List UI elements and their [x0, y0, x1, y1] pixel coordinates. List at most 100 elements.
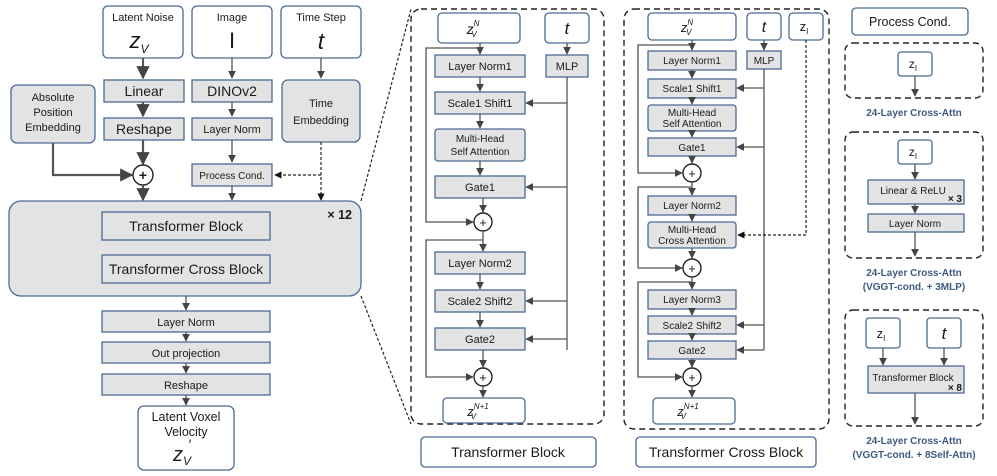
abs-pos-line2: Position	[33, 107, 72, 119]
pc-variant2-frame	[844, 131, 984, 259]
image-symbol: I	[229, 28, 235, 53]
tb-ss1-label: Scale1 Shift1	[448, 98, 513, 110]
transformer-stack	[8, 200, 362, 297]
tb-gate2	[434, 327, 526, 351]
time-embedding-box	[281, 79, 361, 143]
tb-mhsa-line1: Multi-Head	[456, 134, 504, 145]
tb-gate1-label: Gate1	[465, 182, 495, 194]
pc-title-box	[851, 7, 969, 36]
tcb-ln2-label: Layer Norm2	[663, 201, 721, 212]
tb-mlp: MLP	[556, 61, 579, 73]
pc-v1-zi: zI	[909, 57, 917, 73]
process-cond-label: Process Cond.	[199, 171, 265, 182]
tcb-z-out-box	[652, 397, 736, 425]
pc-cap2-line2: (VGGT-cond. + 3MLP)	[863, 282, 966, 293]
tcb-add-1-plus: +	[688, 167, 695, 181]
overview-transformer-block	[101, 211, 271, 241]
plus-sign: +	[139, 167, 147, 183]
reshape-in-label: Reshape	[116, 121, 172, 137]
pc-linear-relu: Linear & ReLU	[880, 186, 946, 197]
abs-pos-line1: Absolute	[32, 92, 75, 104]
tcb-gate1-label: Gate1	[678, 143, 706, 154]
overview-panel: Latent Noise zV Image I Time Step t Abso…	[8, 5, 412, 471]
tcb-ss1-label: Scale1 Shift1	[663, 84, 722, 95]
tb-z-in-box	[437, 12, 521, 44]
pc-layer-norm-box	[867, 213, 965, 233]
tb-add-1-plus: +	[479, 216, 486, 230]
time-step-symbol: t	[318, 28, 326, 54]
tb-mhsa-line2: Self Attention	[451, 147, 510, 158]
tb-gate1	[434, 175, 526, 199]
overview-tblock-label: Transformer Block	[129, 218, 244, 234]
out-reshape-label: Reshape	[164, 380, 208, 392]
repeat-x12: × 12	[327, 208, 352, 222]
out-projection-label: Out projection	[152, 348, 220, 360]
tcb-caption-box	[635, 436, 817, 468]
out-layer-norm-label: Layer Norm	[157, 317, 214, 329]
overview-tcblock-label: Transformer Cross Block	[109, 261, 264, 277]
tcb-mlp: MLP	[754, 56, 775, 67]
pc-x3: × 3	[948, 194, 963, 205]
pc-layer-norm: Layer Norm	[889, 219, 941, 230]
overview-transformer-cross-block	[101, 254, 271, 284]
tb-caption-box	[420, 436, 597, 468]
time-step-label: Time Step	[296, 12, 346, 24]
tcb-ss2-label: Scale2 Shift2	[663, 321, 722, 332]
tcb-add-3-plus: +	[688, 371, 695, 385]
tcb-frame	[623, 8, 830, 430]
pc-v3-zi: zI	[877, 326, 886, 343]
tcb-mhsa-line2: Self Attention	[663, 119, 722, 130]
latent-noise-symbol: zV	[128, 28, 149, 56]
pc-variant3-frame	[844, 309, 984, 427]
pc-v2-zi: zI	[909, 145, 917, 161]
tb-add-2-plus: +	[479, 371, 486, 385]
pc-cap3-line2: (VGGT-cond. + 8Self-Attn)	[852, 450, 975, 461]
pc-x8: × 8	[948, 383, 963, 394]
tb-ln1-label: Layer Norm1	[448, 61, 512, 73]
out-symbol: zV′	[172, 436, 192, 468]
image-layer-norm-label: Layer Norm	[203, 124, 260, 136]
tb-z-out-box	[442, 397, 526, 424]
tcb-ln3-label: Layer Norm3	[663, 295, 721, 306]
dinov2-label: DINOv2	[207, 83, 257, 99]
tb-caption: Transformer Block	[451, 444, 566, 460]
latent-noise-label: Latent Noise	[112, 12, 174, 24]
pc-transformer-block-box	[867, 365, 965, 394]
pc-cap3-line1: 24-Layer Cross-Attn	[866, 436, 962, 447]
time-emb-line1: Time	[309, 98, 333, 110]
tb-ss2-label: Scale2 Shift2	[448, 296, 513, 308]
pc-transformer-block: Transformer Block	[872, 373, 954, 384]
pc-cap1: 24-Layer Cross-Attn	[866, 108, 962, 119]
tcb-mhca-line1: Multi-Head	[668, 225, 716, 236]
tcb-mhca-line2: Cross Attention	[658, 236, 726, 247]
tcb-add-2-plus: +	[688, 262, 695, 276]
pc-title: Process Cond.	[869, 15, 951, 29]
abs-pos-line3: Embedding	[25, 122, 81, 134]
tcb-zi: zI	[800, 19, 809, 36]
tblock-frame	[410, 8, 605, 425]
image-label: Image	[217, 12, 248, 24]
latent-voxel-velocity-box	[137, 405, 235, 471]
tb-ln2-label: Layer Norm2	[448, 258, 512, 270]
linear-label: Linear	[125, 83, 164, 99]
tcb-caption: Transformer Cross Block	[649, 444, 804, 460]
tb-t: t	[565, 19, 571, 38]
tcb-t: t	[762, 19, 767, 36]
pc-linear-relu-box	[867, 179, 965, 205]
tcb-ln1-label: Layer Norm1	[663, 56, 721, 67]
time-emb-line2: Embedding	[293, 115, 349, 127]
out-line2: Velocity	[164, 425, 208, 439]
out-line1: Latent Voxel	[152, 410, 221, 424]
pc-v3-t: t	[942, 324, 948, 343]
tcb-mhsa-line1: Multi-Head	[668, 108, 716, 119]
pc-cap2-line1: 24-Layer Cross-Attn	[866, 268, 962, 279]
tcb-gate2-label: Gate2	[678, 346, 706, 357]
pc-variant1-frame	[844, 42, 984, 99]
